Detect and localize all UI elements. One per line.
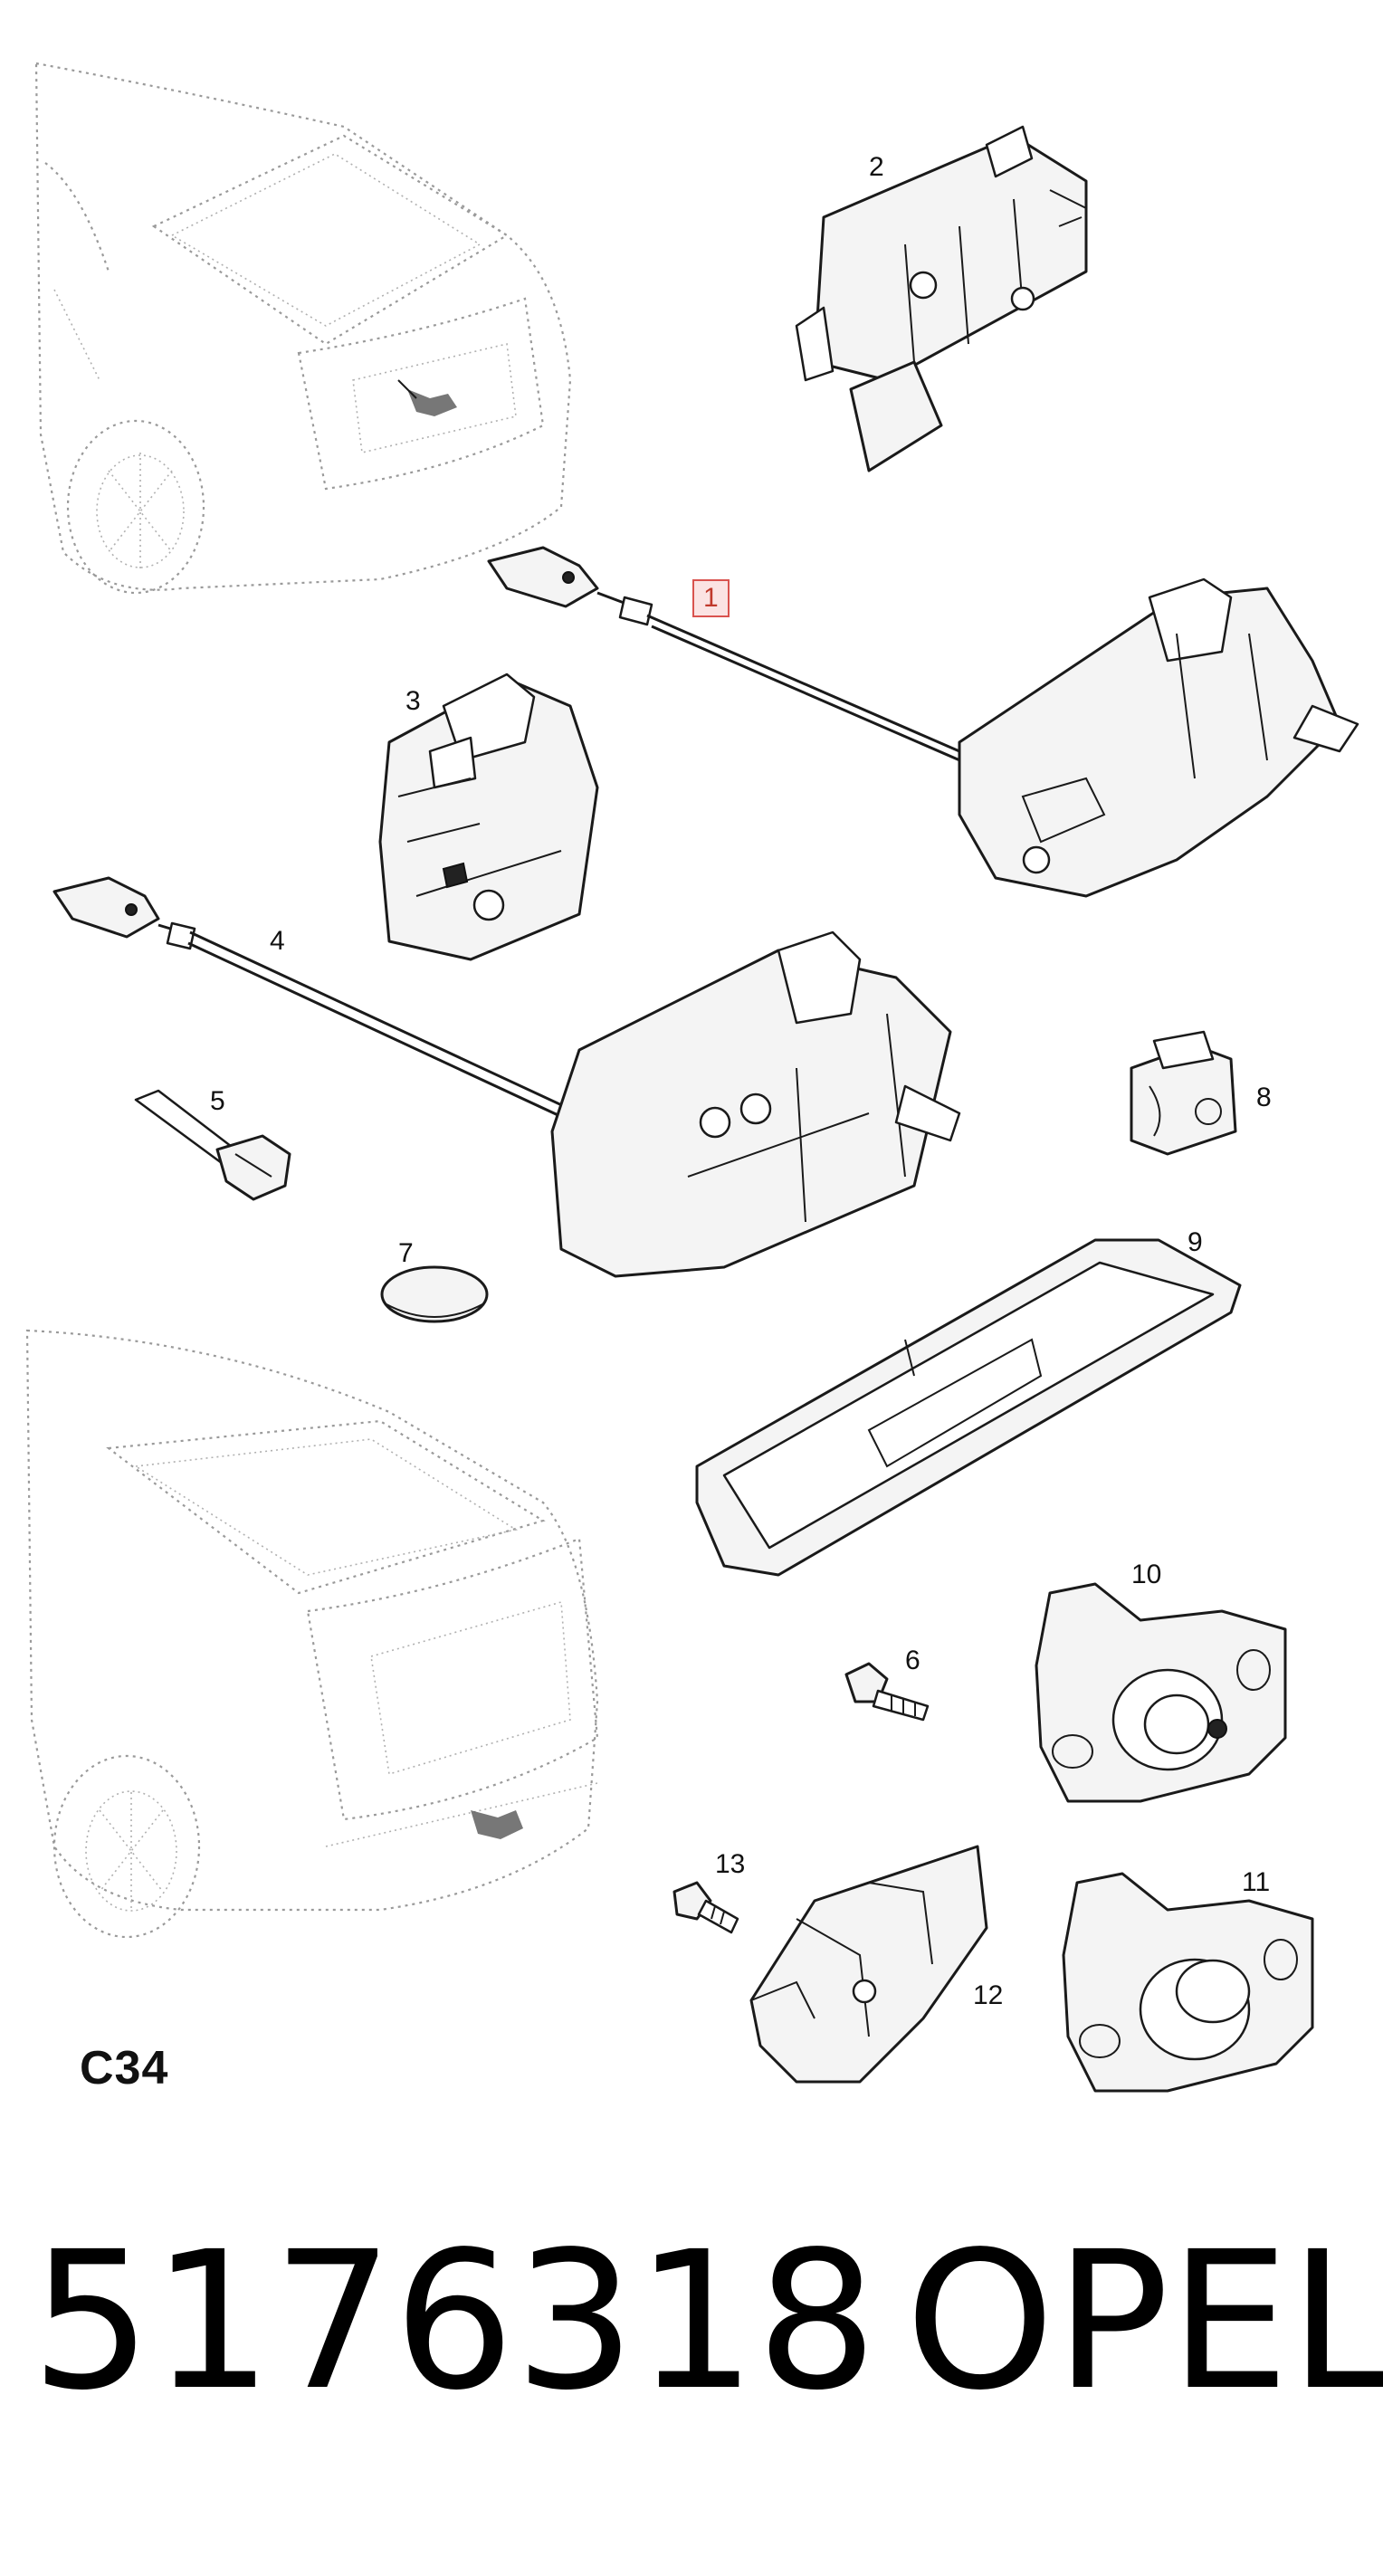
callout-10: 10: [1131, 1560, 1162, 1589]
part-12-bracket: [749, 1845, 988, 2084]
callout-6: 6: [905, 1646, 920, 1675]
part-13-screw: [672, 1881, 739, 1934]
diagram-code-label: C34: [80, 2042, 169, 2094]
callout-2: 2: [869, 152, 884, 182]
part-number: 5176318: [31, 2210, 878, 2432]
callout-12: 12: [973, 1980, 1004, 2010]
part-6-bolt: [844, 1662, 930, 1722]
callout-7: 7: [398, 1238, 414, 1268]
part-7-grommet: [380, 1265, 489, 1323]
part-5-key: [134, 1089, 291, 1201]
part-10-striker: [1035, 1582, 1287, 1803]
part-3-actuator: [378, 673, 599, 961]
part-1-cable-lock: [487, 546, 1359, 898]
brand-name: OPEL: [905, 2210, 1383, 2432]
part-9-handle-trim: [695, 1238, 1242, 1577]
part-8-switch: [1130, 1030, 1237, 1156]
ghost-car-estate: [25, 1329, 599, 1939]
part-2-lock-module: [795, 125, 1088, 472]
callout-4: 4: [270, 926, 285, 956]
callout-5: 5: [210, 1086, 225, 1116]
callout-1: 1: [692, 579, 730, 617]
callout-8: 8: [1256, 1083, 1272, 1112]
part-11-striker: [1062, 1872, 1314, 2093]
ghost-car-hatchback: [34, 62, 572, 595]
part-4-cable-lock: [52, 876, 961, 1278]
callout-3: 3: [405, 686, 421, 716]
callout-9: 9: [1187, 1227, 1203, 1257]
callout-13: 13: [715, 1849, 746, 1879]
callout-11: 11: [1242, 1867, 1271, 1897]
